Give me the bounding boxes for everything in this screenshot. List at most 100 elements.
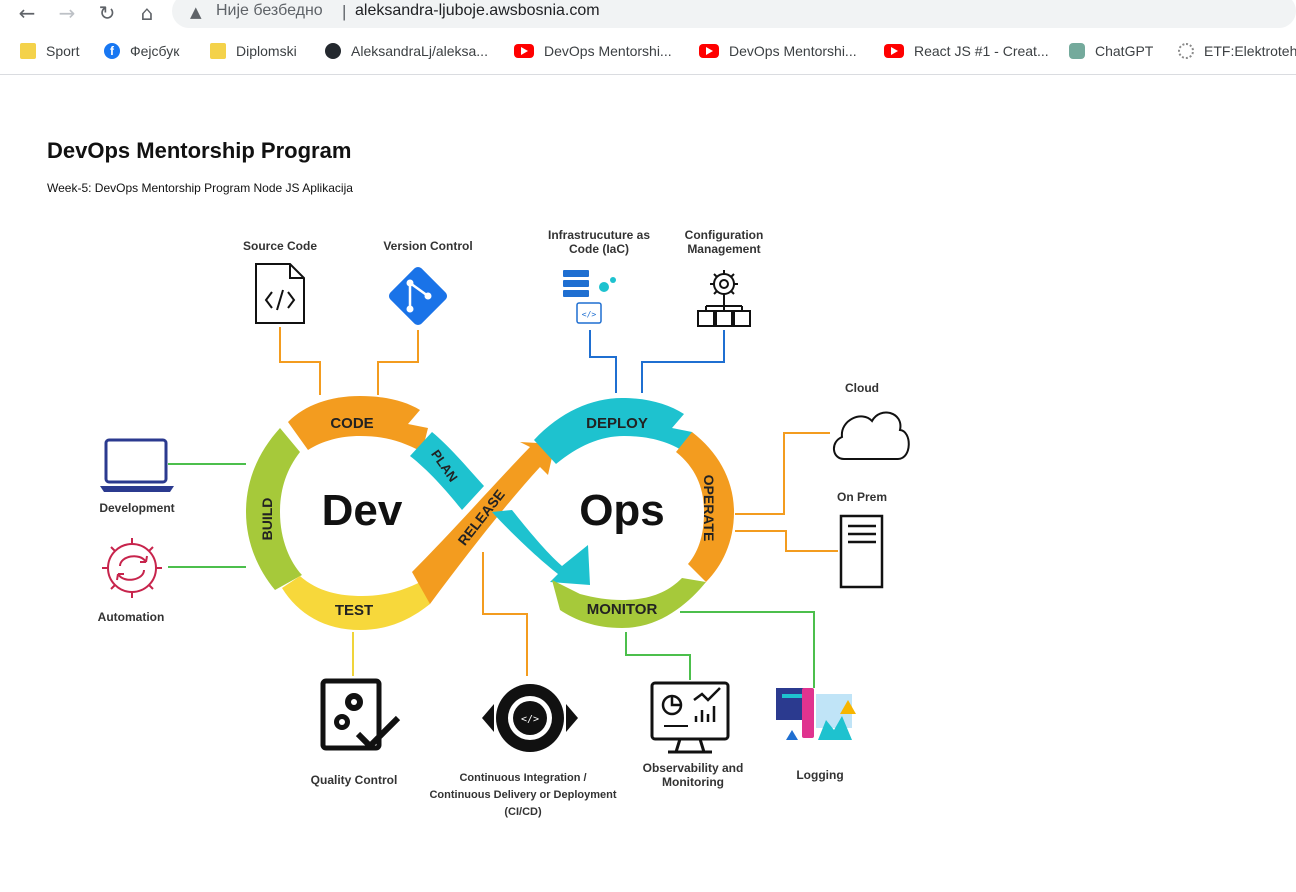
- chatgpt-icon: [1069, 43, 1085, 59]
- label-build: BUILD: [259, 498, 275, 541]
- browser-toolbar: ← → ↻ ⌂ ▲ Није безбедно | aleksandra-lju…: [0, 0, 1296, 34]
- cloud-icon: [833, 411, 910, 460]
- address-separator: |: [342, 2, 347, 21]
- label-logging: Logging: [796, 768, 844, 782]
- url-text[interactable]: aleksandra-ljuboje.awsbosnia.com: [355, 2, 600, 19]
- connector-version-control: [377, 330, 419, 395]
- bookmark-chatgpt[interactable]: ChatGPT: [1069, 40, 1153, 62]
- bookmark-label: React JS #1 - Creat...: [914, 43, 1049, 59]
- devops-loop: Dev Ops CODE PLAN BUILD TEST RELEASE DEP…: [246, 396, 734, 630]
- bookmark-github[interactable]: AleksandraLj/aleksa...: [325, 40, 488, 62]
- segment-test: [282, 576, 430, 630]
- server-icon: [839, 514, 884, 589]
- laptop-icon: [100, 438, 174, 492]
- label-deploy: DEPLOY: [586, 415, 648, 432]
- label-iac-line2: Code (IaC): [569, 242, 629, 256]
- label-operate: OPERATE: [701, 475, 717, 542]
- segment-deploy: [534, 398, 692, 464]
- connector-onprem: [735, 530, 838, 552]
- monitoring-icon: [650, 681, 730, 754]
- quality-control-icon: [320, 678, 401, 751]
- segment-plan: [410, 432, 484, 510]
- label-code: CODE: [330, 415, 373, 432]
- bookmark-label: DevOps Mentorshi...: [729, 43, 857, 59]
- bookmark-facebook[interactable]: f Фејсбук: [104, 40, 179, 62]
- segment-build: [246, 428, 302, 590]
- label-cicd-line1: Continuous Integration /: [459, 772, 587, 784]
- cicd-icon: </>: [482, 684, 578, 752]
- security-status[interactable]: Није безбедно: [216, 2, 323, 19]
- connector-logging: [680, 611, 815, 688]
- label-ops: Ops: [579, 486, 665, 535]
- back-icon[interactable]: ←: [18, 1, 36, 25]
- bookmark-label: DevOps Mentorshi...: [544, 43, 672, 59]
- label-cicd-line3: (CI/CD): [504, 806, 542, 818]
- connector-iac: [589, 330, 617, 393]
- svg-text:</>: </>: [582, 310, 597, 319]
- address-bar[interactable]: [172, 0, 1296, 28]
- page-subtitle: Week-5: DevOps Mentorship Program Node J…: [47, 181, 353, 195]
- folder-icon: [20, 43, 36, 59]
- youtube-icon: [514, 44, 534, 58]
- label-cicd: Continuous Integration / Continuous Deliv…: [418, 770, 628, 821]
- connector-source-code: [279, 327, 321, 395]
- label-on-prem: On Prem: [836, 490, 887, 504]
- reload-icon[interactable]: ↻: [98, 1, 116, 25]
- label-config-line2: Management: [687, 242, 761, 256]
- logging-icon: [776, 688, 856, 740]
- bookmark-youtube-3[interactable]: React JS #1 - Creat...: [884, 40, 1049, 62]
- label-version-control: Version Control: [383, 239, 473, 253]
- segment-monitor: [552, 578, 706, 628]
- forward-icon[interactable]: →: [58, 1, 76, 25]
- label-source-code: Source Code: [242, 239, 317, 253]
- connector-cloud: [735, 432, 830, 515]
- label-observability-line2: Monitoring: [662, 775, 724, 789]
- iac-icon: </>: [563, 270, 616, 324]
- youtube-icon: [699, 44, 719, 58]
- bookmark-sport[interactable]: Sport: [20, 40, 79, 62]
- bookmark-diplomski[interactable]: Diplomski: [210, 40, 297, 62]
- automation-icon: [102, 538, 162, 598]
- label-cicd-line2: Continuous Delivery or Deployment: [429, 789, 617, 801]
- bookmark-label: ChatGPT: [1095, 43, 1154, 59]
- label-iac-line1: Infrastrucuture as: [547, 228, 651, 242]
- bookmark-etf[interactable]: ETF:Elektroteh: [1178, 40, 1296, 62]
- folder-icon: [210, 43, 226, 59]
- warning-triangle-icon[interactable]: ▲: [190, 3, 202, 21]
- connector-config: [641, 330, 725, 393]
- page-title: DevOps Mentorship Program: [47, 138, 352, 163]
- label-dev: Dev: [322, 486, 403, 535]
- etf-icon: [1178, 43, 1194, 59]
- segment-release: [412, 442, 555, 604]
- segment-ops-link: [492, 510, 590, 585]
- label-observability-line1: Observability and: [642, 761, 744, 775]
- source-code-icon: [255, 263, 305, 324]
- bookmark-label: Diplomski: [236, 43, 297, 59]
- label-quality-control: Quality Control: [310, 773, 398, 787]
- bookmark-label: ETF:Elektroteh: [1204, 43, 1296, 59]
- configuration-icon: [697, 270, 751, 327]
- segment-operate: [676, 432, 734, 582]
- label-cloud: Cloud: [845, 381, 879, 395]
- github-icon: [325, 43, 341, 59]
- label-test: TEST: [335, 602, 373, 619]
- bookmark-youtube-2[interactable]: DevOps Mentorshi...: [699, 40, 857, 62]
- connector-lines: [168, 327, 838, 688]
- connector-cicd: [482, 552, 528, 676]
- label-monitor: MONITOR: [587, 601, 658, 618]
- git-icon: [388, 266, 448, 326]
- label-automation: Automation: [97, 610, 165, 624]
- bookmark-label: Фејсбук: [130, 43, 180, 59]
- youtube-icon: [884, 44, 904, 58]
- bookmark-label: Sport: [46, 43, 80, 59]
- label-development: Development: [99, 501, 175, 515]
- svg-text:</>: </>: [521, 714, 539, 725]
- facebook-icon: f: [104, 43, 120, 59]
- bookmark-youtube-1[interactable]: DevOps Mentorshi...: [514, 40, 672, 62]
- bookmarks-bar: Sport f Фејсбук Diplomski AleksandraLj/al…: [0, 34, 1296, 75]
- home-icon[interactable]: ⌂: [140, 1, 154, 25]
